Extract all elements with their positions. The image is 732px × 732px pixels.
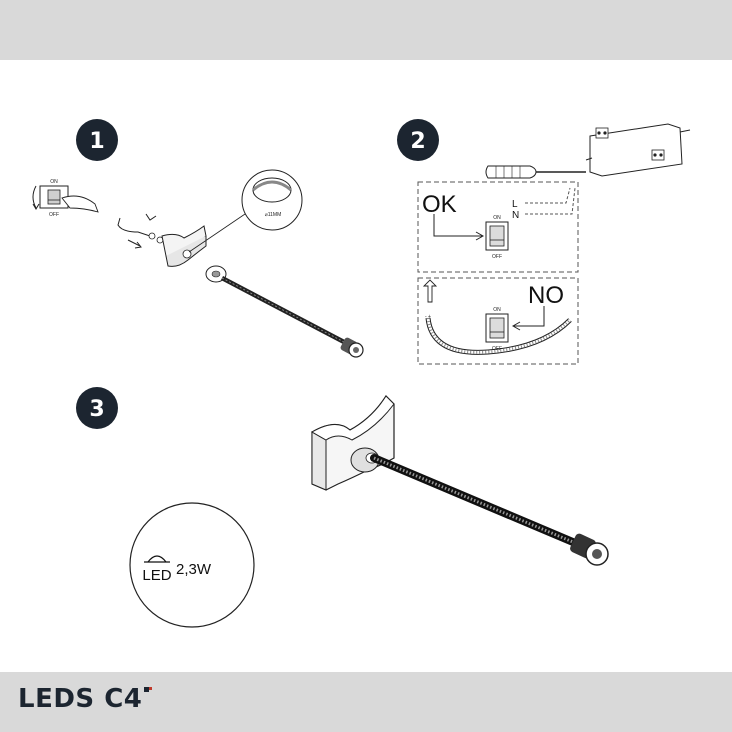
arrow-left-icon xyxy=(511,321,521,331)
switch-on-label-no: ON xyxy=(493,307,501,313)
hole-size-magnifier: ⌀11MM xyxy=(188,169,303,253)
wattage-label: 2,3W xyxy=(176,561,212,578)
led-label: LED xyxy=(142,567,171,584)
hand-icon xyxy=(61,195,99,213)
polarity-label: - + xyxy=(425,314,431,320)
step-number-1: 1 xyxy=(89,129,104,154)
switch-on-label: ON xyxy=(50,179,58,185)
footer-band xyxy=(0,672,732,732)
switch-off-label-no: OFF xyxy=(492,346,502,352)
led-driver-box xyxy=(585,123,691,177)
step-2: 2 OK L N xyxy=(397,119,691,365)
step-badge-1 xyxy=(76,119,118,161)
screwdriver-icon xyxy=(485,165,586,179)
switch-on-label-ok: ON xyxy=(493,215,501,221)
cable-and-screws xyxy=(117,213,164,249)
switch-off-label-ok: OFF xyxy=(492,254,502,260)
lamp-wall-plate xyxy=(310,395,395,491)
step-number-3: 3 xyxy=(89,397,104,422)
lamp-arm-step1 xyxy=(205,265,364,358)
header-band xyxy=(0,0,732,60)
switch-incorrect: ON OFF xyxy=(485,307,509,352)
step-1: 1 ON OFF xyxy=(32,119,364,358)
step-badge-2 xyxy=(397,119,439,161)
ok-panel xyxy=(417,181,579,273)
wire-n-label: N xyxy=(512,210,519,221)
led-spec-badge: LED 2,3W xyxy=(129,502,255,628)
step-number-2: 2 xyxy=(410,129,425,154)
hole-size-label: ⌀11MM xyxy=(265,212,282,218)
wire-l-label: L xyxy=(512,199,518,210)
arrow-right-icon xyxy=(475,231,485,241)
arrow-icon xyxy=(134,241,142,249)
brand-logo: LEDS C4 xyxy=(18,684,153,714)
wall-switch-off: ON OFF xyxy=(32,179,99,218)
led-bulb-icon xyxy=(147,555,167,563)
switch-correct: ON OFF xyxy=(485,215,509,260)
step-badge-3 xyxy=(76,387,118,429)
ok-label: OK xyxy=(422,191,457,218)
no-label: NO xyxy=(528,282,564,309)
lamp-arm xyxy=(370,454,609,566)
no-panel xyxy=(417,277,579,365)
switch-off-label: OFF xyxy=(49,212,59,218)
step-3: 3 LED 2,3W xyxy=(76,387,609,628)
arrow-up-icon xyxy=(422,279,438,303)
brand-text: LEDS C4 xyxy=(18,684,143,714)
brand-mark-icon xyxy=(144,687,153,692)
screw-icon xyxy=(145,213,157,221)
